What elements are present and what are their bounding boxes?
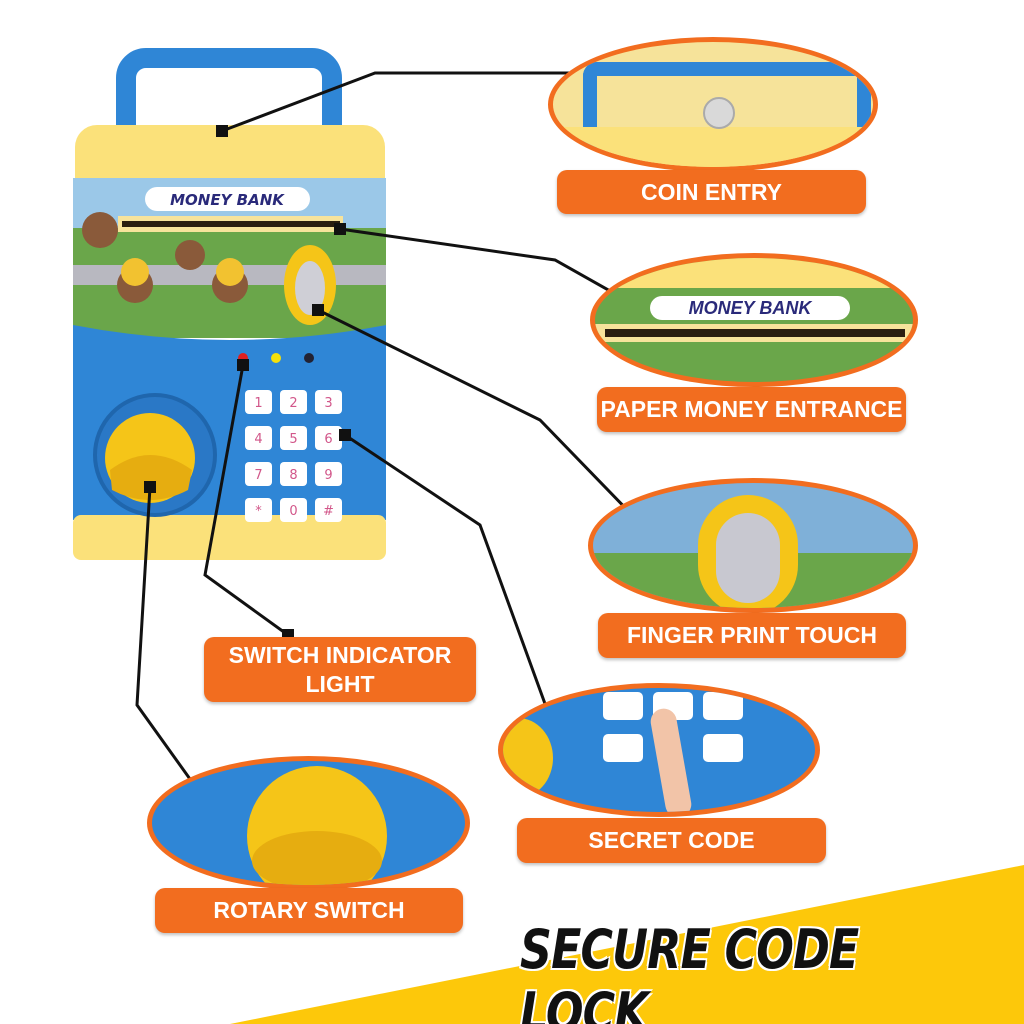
keypad-key-label: 8 (289, 468, 297, 483)
paper-slot (122, 221, 340, 227)
keypad-key-label: 9 (324, 468, 332, 483)
keypad-key-label: 2 (289, 396, 297, 411)
keypad-key: 4 (245, 426, 272, 450)
fingerprint-closeup (588, 478, 918, 613)
keypad-key-label: 7 (254, 468, 262, 483)
rotary-switch-label: ROTARY SWITCH (155, 888, 463, 933)
secret-code-closeup (498, 683, 820, 817)
finger-print-label: FINGER PRINT TOUCH (598, 613, 906, 658)
brand-label: MONEY BANK (170, 191, 285, 209)
paper-money-label: PAPER MONEY ENTRANCE (597, 387, 906, 432)
keypad-key: 1 (245, 390, 272, 414)
keypad-key: 8 (280, 462, 307, 486)
keypad-key: 5 (280, 426, 307, 450)
keypad-key: 2 (280, 390, 307, 414)
keypad-key-label: * (255, 504, 262, 519)
fingerprint-sensor (295, 261, 325, 315)
keypad-key-label: # (323, 504, 334, 519)
switch-indicator-label: SWITCH INDICATOR LIGHT (204, 637, 476, 702)
keypad-key-label: 4 (254, 432, 262, 447)
rotary-switch-closeup (147, 756, 470, 890)
keypad-key: 3 (315, 390, 342, 414)
keypad-key-label: 1 (254, 396, 262, 411)
keypad: 1 2 3 4 5 6 7 8 9 * 0 # (245, 390, 342, 522)
keypad-key-label: 6 (324, 432, 332, 447)
keypad-key: * (245, 498, 272, 522)
led-dark (304, 353, 314, 363)
keypad-key: 0 (280, 498, 307, 522)
brand-label-closeup: MONEY BANK (650, 296, 850, 320)
coin-entry-closeup (548, 37, 878, 172)
headline: SECURE CODE LOCK (520, 918, 859, 1024)
keypad-key: 6 (315, 426, 342, 450)
keypad-key: # (315, 498, 342, 522)
keypad-key-label: 3 (324, 396, 332, 411)
keypad-key: 7 (245, 462, 272, 486)
led-yellow (271, 353, 281, 363)
coin-entry-label: COIN ENTRY (557, 170, 866, 214)
paper-money-closeup: MONEY BANK (590, 253, 918, 387)
keypad-key-label: 0 (289, 504, 297, 519)
switch-indicator-line1: SWITCH INDICATOR (228, 641, 452, 668)
keypad-key-label: 5 (289, 432, 297, 447)
secret-code-label: SECRET CODE (517, 818, 826, 863)
base (73, 515, 386, 560)
keypad-key: 9 (315, 462, 342, 486)
switch-indicator-line2: LIGHT (305, 670, 375, 697)
